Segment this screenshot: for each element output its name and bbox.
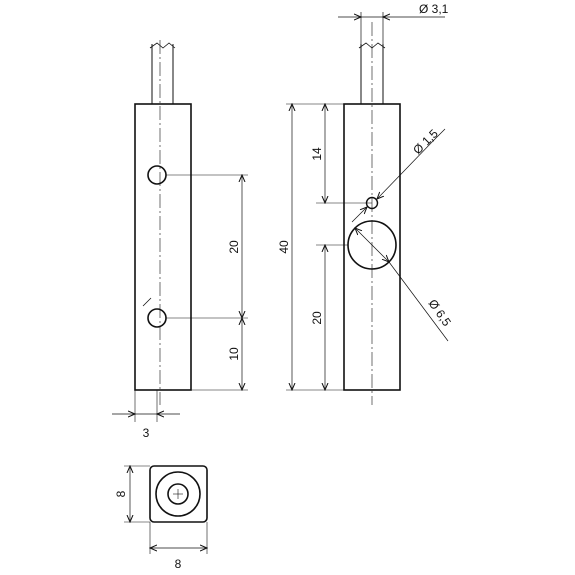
bottom-outer-circle — [155, 471, 201, 517]
side-dim-15-label: Ø 1,5 — [410, 126, 441, 157]
bottom-dim-height-label: 8 — [114, 490, 128, 497]
bottom-body — [149, 465, 208, 523]
side-dim-31-label: Ø 3,1 — [419, 2, 449, 16]
bottom-centermark — [173, 489, 183, 499]
front-dim-10-label: 10 — [227, 347, 241, 361]
side-dim-20-label: 20 — [310, 311, 324, 325]
front-tick-mark — [142, 297, 152, 307]
bottom-inner-circle — [167, 483, 189, 505]
front-dim-3-label: 3 — [143, 426, 150, 440]
front-cable — [149, 42, 176, 104]
side-dim-65-label: Ø 6,5 — [426, 297, 454, 329]
front-dim-20-label: 20 — [227, 240, 241, 254]
front-view — [112, 40, 248, 422]
front-upper-hole — [147, 165, 167, 185]
bottom-dim-width-label: 8 — [175, 557, 182, 571]
side-dim-14-label: 14 — [310, 147, 324, 161]
bottom-view — [124, 466, 207, 554]
side-body — [343, 103, 401, 391]
side-view — [286, 12, 449, 405]
front-body — [134, 103, 192, 391]
front-lower-hole — [147, 308, 167, 328]
side-dim-40-label: 40 — [277, 240, 291, 254]
